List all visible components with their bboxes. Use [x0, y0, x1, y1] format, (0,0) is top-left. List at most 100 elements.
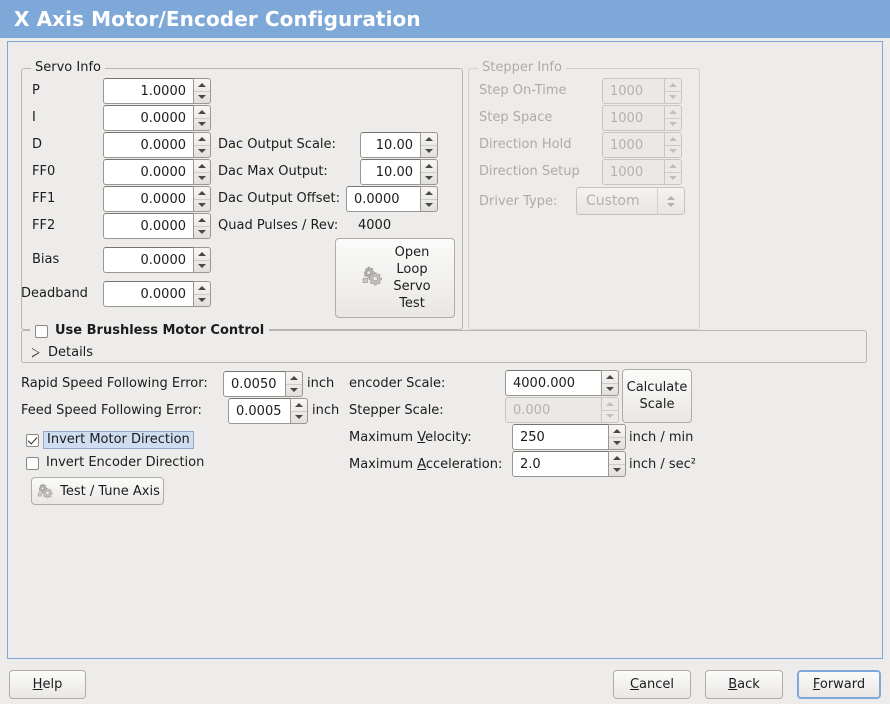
servo-input-ff0[interactable]: 0.0000	[103, 159, 211, 185]
servo-input-ff2-spinner[interactable]	[194, 213, 211, 239]
cancel-button[interactable]: Cancel	[613, 670, 691, 699]
spin-up-button[interactable]	[194, 187, 210, 199]
spin-up-button[interactable]	[194, 248, 210, 260]
feed-error-spinner[interactable]	[291, 398, 308, 424]
spin-up-button[interactable]	[609, 452, 625, 464]
spin-down-button[interactable]	[421, 198, 437, 212]
dac-output-scale-value[interactable]: 10.00	[360, 132, 421, 158]
servo-input-i-spinner[interactable]	[194, 105, 211, 131]
checkbox-box[interactable]	[35, 324, 48, 338]
servo-input-deadband-value[interactable]: 0.0000	[103, 281, 194, 307]
servo-input-deadband-spinner[interactable]	[194, 281, 211, 307]
checkbox-box[interactable]	[26, 433, 39, 447]
dac-output-offset-value[interactable]: 0.0000	[346, 186, 421, 212]
calculate-scale-button[interactable]: Calculate Scale	[622, 369, 692, 423]
servo-input-i-value[interactable]: 0.0000	[103, 105, 194, 131]
maximum-acceleration-spinner[interactable]	[609, 451, 626, 477]
spin-up-button[interactable]	[421, 187, 437, 199]
servo-input-bias[interactable]: 0.0000	[103, 247, 211, 273]
spin-down-button[interactable]	[194, 198, 210, 212]
spin-down-button[interactable]	[194, 293, 210, 307]
details-expander[interactable]: Details	[32, 345, 93, 360]
chevron-up-icon	[667, 195, 675, 200]
checkbox-box[interactable]	[26, 456, 39, 470]
encoder-scale-value[interactable]: 4000.000	[505, 370, 602, 396]
maximum-acceleration-value[interactable]: 2.0	[512, 451, 609, 477]
rapid-error-spinner[interactable]	[286, 371, 303, 397]
forward-button[interactable]: Forward	[797, 670, 881, 699]
dac-output-offset-input[interactable]: 0.0000	[346, 186, 438, 212]
servo-input-bias-spinner[interactable]	[194, 247, 211, 273]
servo-input-ff0-spinner[interactable]	[194, 159, 211, 185]
feed-speed-following-error-value[interactable]: 0.0005	[228, 398, 291, 424]
servo-input-d-spinner[interactable]	[194, 132, 211, 158]
servo-input-ff0-value[interactable]: 0.0000	[103, 159, 194, 185]
spin-up-button[interactable]	[291, 399, 307, 411]
spin-down-button[interactable]	[194, 90, 210, 104]
servo-input-ff2[interactable]: 0.0000	[103, 213, 211, 239]
encoder-scale-spinner[interactable]	[602, 370, 619, 396]
maximum-acceleration-input[interactable]: 2.0	[512, 451, 626, 477]
spin-up-button[interactable]	[194, 282, 210, 294]
help-button[interactable]: Help	[9, 670, 86, 699]
spin-down-button[interactable]	[194, 171, 210, 185]
feed-speed-following-error-input[interactable]: 0.0005	[228, 398, 308, 424]
maximum-velocity-input[interactable]: 250	[512, 424, 626, 450]
spin-down-button[interactable]	[421, 171, 437, 185]
dac-output-scale-input[interactable]: 10.00	[360, 132, 438, 158]
back-button[interactable]: Back	[705, 670, 783, 699]
rapid-speed-following-error-input[interactable]: 0.0050	[223, 371, 303, 397]
maximum-velocity-spinner[interactable]	[609, 424, 626, 450]
open-loop-servo-test-button[interactable]: Open Loop Servo Test	[335, 238, 455, 318]
encoder-scale-input[interactable]: 4000.000	[505, 370, 619, 396]
spin-down-button[interactable]	[602, 382, 618, 396]
dac-max-output-input[interactable]: 10.00	[360, 159, 438, 185]
spin-up-button[interactable]	[602, 371, 618, 383]
spin-up-button[interactable]	[421, 133, 437, 145]
servo-input-p[interactable]: 1.0000	[103, 78, 211, 104]
servo-input-i[interactable]: 0.0000	[103, 105, 211, 131]
spin-down-button[interactable]	[194, 144, 210, 158]
spin-up-button[interactable]	[194, 160, 210, 172]
maximum-velocity-unit: inch / min	[629, 430, 694, 445]
spin-down-button[interactable]	[286, 383, 302, 397]
rapid-speed-following-error-value[interactable]: 0.0050	[223, 371, 286, 397]
calculate-scale-label: Calculate Scale	[627, 379, 688, 413]
invert-motor-direction-label: Invert Motor Direction	[43, 431, 194, 449]
chevron-down-icon	[669, 176, 677, 181]
servo-input-p-spinner[interactable]	[194, 78, 211, 104]
servo-input-ff2-value[interactable]: 0.0000	[103, 213, 194, 239]
spin-down-button[interactable]	[194, 117, 210, 131]
spin-down-button[interactable]	[194, 225, 210, 239]
servo-input-p-value[interactable]: 1.0000	[103, 78, 194, 104]
use-brushless-motor-control-checkbox[interactable]: Use Brushless Motor Control	[30, 323, 270, 339]
maximum-velocity-value[interactable]: 250	[512, 424, 609, 450]
test-tune-axis-button[interactable]: Test / Tune Axis	[31, 477, 164, 505]
servo-input-d-value[interactable]: 0.0000	[103, 132, 194, 158]
servo-input-ff1-value[interactable]: 0.0000	[103, 186, 194, 212]
spin-down-button[interactable]	[194, 259, 210, 273]
servo-input-bias-value[interactable]: 0.0000	[103, 247, 194, 273]
spin-down-button[interactable]	[609, 463, 625, 477]
spin-up-button[interactable]	[421, 160, 437, 172]
spin-up-button[interactable]	[194, 214, 210, 226]
servo-input-d[interactable]: 0.0000	[103, 132, 211, 158]
dac-max-output-value[interactable]: 10.00	[360, 159, 421, 185]
servo-input-ff1[interactable]: 0.0000	[103, 186, 211, 212]
dac-output-offset-spinner[interactable]	[421, 186, 438, 212]
invert-encoder-direction-checkbox[interactable]: Invert Encoder Direction	[26, 455, 204, 471]
spin-down-button[interactable]	[291, 410, 307, 424]
invert-motor-direction-checkbox[interactable]: Invert Motor Direction	[26, 431, 194, 449]
direction-hold-input: 1000	[602, 132, 682, 158]
spin-up-button[interactable]	[609, 425, 625, 437]
spin-up-button[interactable]	[194, 133, 210, 145]
spin-down-button[interactable]	[609, 436, 625, 450]
dac-max-output-spinner[interactable]	[421, 159, 438, 185]
spin-down-button[interactable]	[421, 144, 437, 158]
spin-up-button[interactable]	[286, 372, 302, 384]
spin-up-button[interactable]	[194, 106, 210, 118]
servo-input-deadband[interactable]: 0.0000	[103, 281, 211, 307]
spin-up-button[interactable]	[194, 79, 210, 91]
servo-input-ff1-spinner[interactable]	[194, 186, 211, 212]
dac-output-scale-spinner[interactable]	[421, 132, 438, 158]
